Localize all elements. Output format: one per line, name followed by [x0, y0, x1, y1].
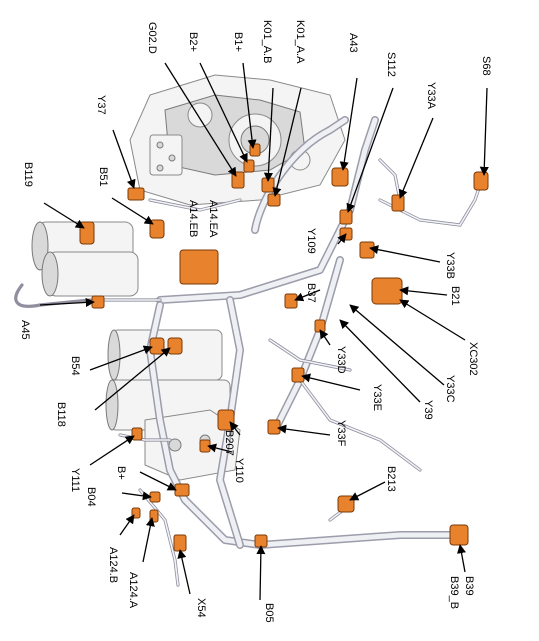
label-a14eb: A14.EB	[187, 200, 199, 237]
label-a45: A45	[19, 320, 31, 340]
label-y37: Y37	[95, 95, 107, 115]
label-y110: Y110	[233, 458, 245, 483]
label-y109: Y109	[305, 228, 317, 254]
harness-trunks	[146, 116, 459, 549]
engine-drawing	[14, 74, 346, 481]
label-y39: Y39	[422, 400, 434, 420]
label-a14ea: A14.EA	[207, 200, 219, 238]
connector-y33a	[391, 194, 405, 212]
label-y33f: Y33F	[335, 420, 347, 447]
connector-k01aa	[267, 193, 281, 207]
label-b207: B207	[223, 430, 235, 456]
label-b39b: B39_B	[448, 576, 460, 609]
label-y111: Y111	[69, 468, 81, 492]
label-y33e: Y33E	[371, 384, 383, 411]
connector-b2plus	[243, 159, 255, 173]
harness-branches	[98, 158, 482, 587]
label-b119: B119	[22, 162, 34, 187]
connector-b37	[284, 293, 298, 309]
label-s68: S68	[480, 56, 492, 76]
label-a124a: A124.A	[127, 572, 139, 609]
label-b37: B37	[305, 283, 317, 303]
label-x54: X54	[195, 598, 207, 618]
connector-b04	[149, 491, 161, 503]
connector-x54	[173, 534, 187, 552]
label-b04: B04	[85, 487, 97, 507]
connector-g02d	[231, 171, 245, 189]
connector-b21	[371, 277, 403, 305]
connector-bplus	[174, 483, 190, 497]
connector-b51	[149, 219, 165, 239]
label-b2plus: B2+	[187, 32, 199, 52]
label-s112: S112	[385, 52, 397, 77]
label-g02d: G02.D	[146, 22, 158, 54]
label-b54: B54	[69, 356, 81, 376]
connector-a43	[331, 167, 349, 187]
label-y33d: Y33D	[335, 346, 347, 374]
label-k01ab: K01_A.B	[261, 20, 273, 63]
label-b51: B51	[97, 167, 109, 187]
connector-s112	[339, 209, 353, 225]
leader-lines	[39, 62, 489, 601]
label-b39: B39	[463, 576, 475, 596]
connector-a14	[179, 249, 219, 285]
label-y33a: Y33A	[425, 82, 437, 110]
label-xc302: XC302	[467, 342, 479, 376]
connector-b213	[337, 495, 355, 513]
connector-b39	[449, 524, 469, 546]
label-a43: A43	[347, 33, 359, 53]
label-b21: B21	[449, 286, 461, 306]
label-bplus: B+	[115, 466, 127, 480]
connector-y111	[131, 427, 143, 441]
component-labels: G02.D B2+ B1+ K01_A.B K01_A.A A43 S112 Y…	[19, 20, 492, 623]
label-y33b: Y33B	[444, 252, 456, 279]
connector-b54	[149, 337, 165, 355]
label-a124b: A124.B	[107, 547, 119, 583]
connector-y33b	[359, 241, 375, 259]
label-b213: B213	[385, 466, 397, 492]
label-k01aa: K01_A.A	[294, 20, 306, 64]
label-b05: B05	[263, 603, 275, 623]
connector-b05	[254, 534, 268, 548]
connector-b119	[79, 221, 95, 245]
connector-y33e	[291, 367, 305, 383]
connector-b118	[167, 337, 183, 355]
connector-y33f	[267, 419, 281, 435]
label-b118: B118	[55, 402, 67, 427]
connector-s68	[473, 171, 489, 191]
label-b1plus: B1+	[232, 32, 244, 52]
connector-b207	[217, 409, 235, 431]
connector-y37	[127, 187, 145, 201]
label-y33c: Y33C	[444, 375, 456, 403]
connectors	[79, 143, 489, 552]
connector-b1plus	[249, 143, 261, 157]
